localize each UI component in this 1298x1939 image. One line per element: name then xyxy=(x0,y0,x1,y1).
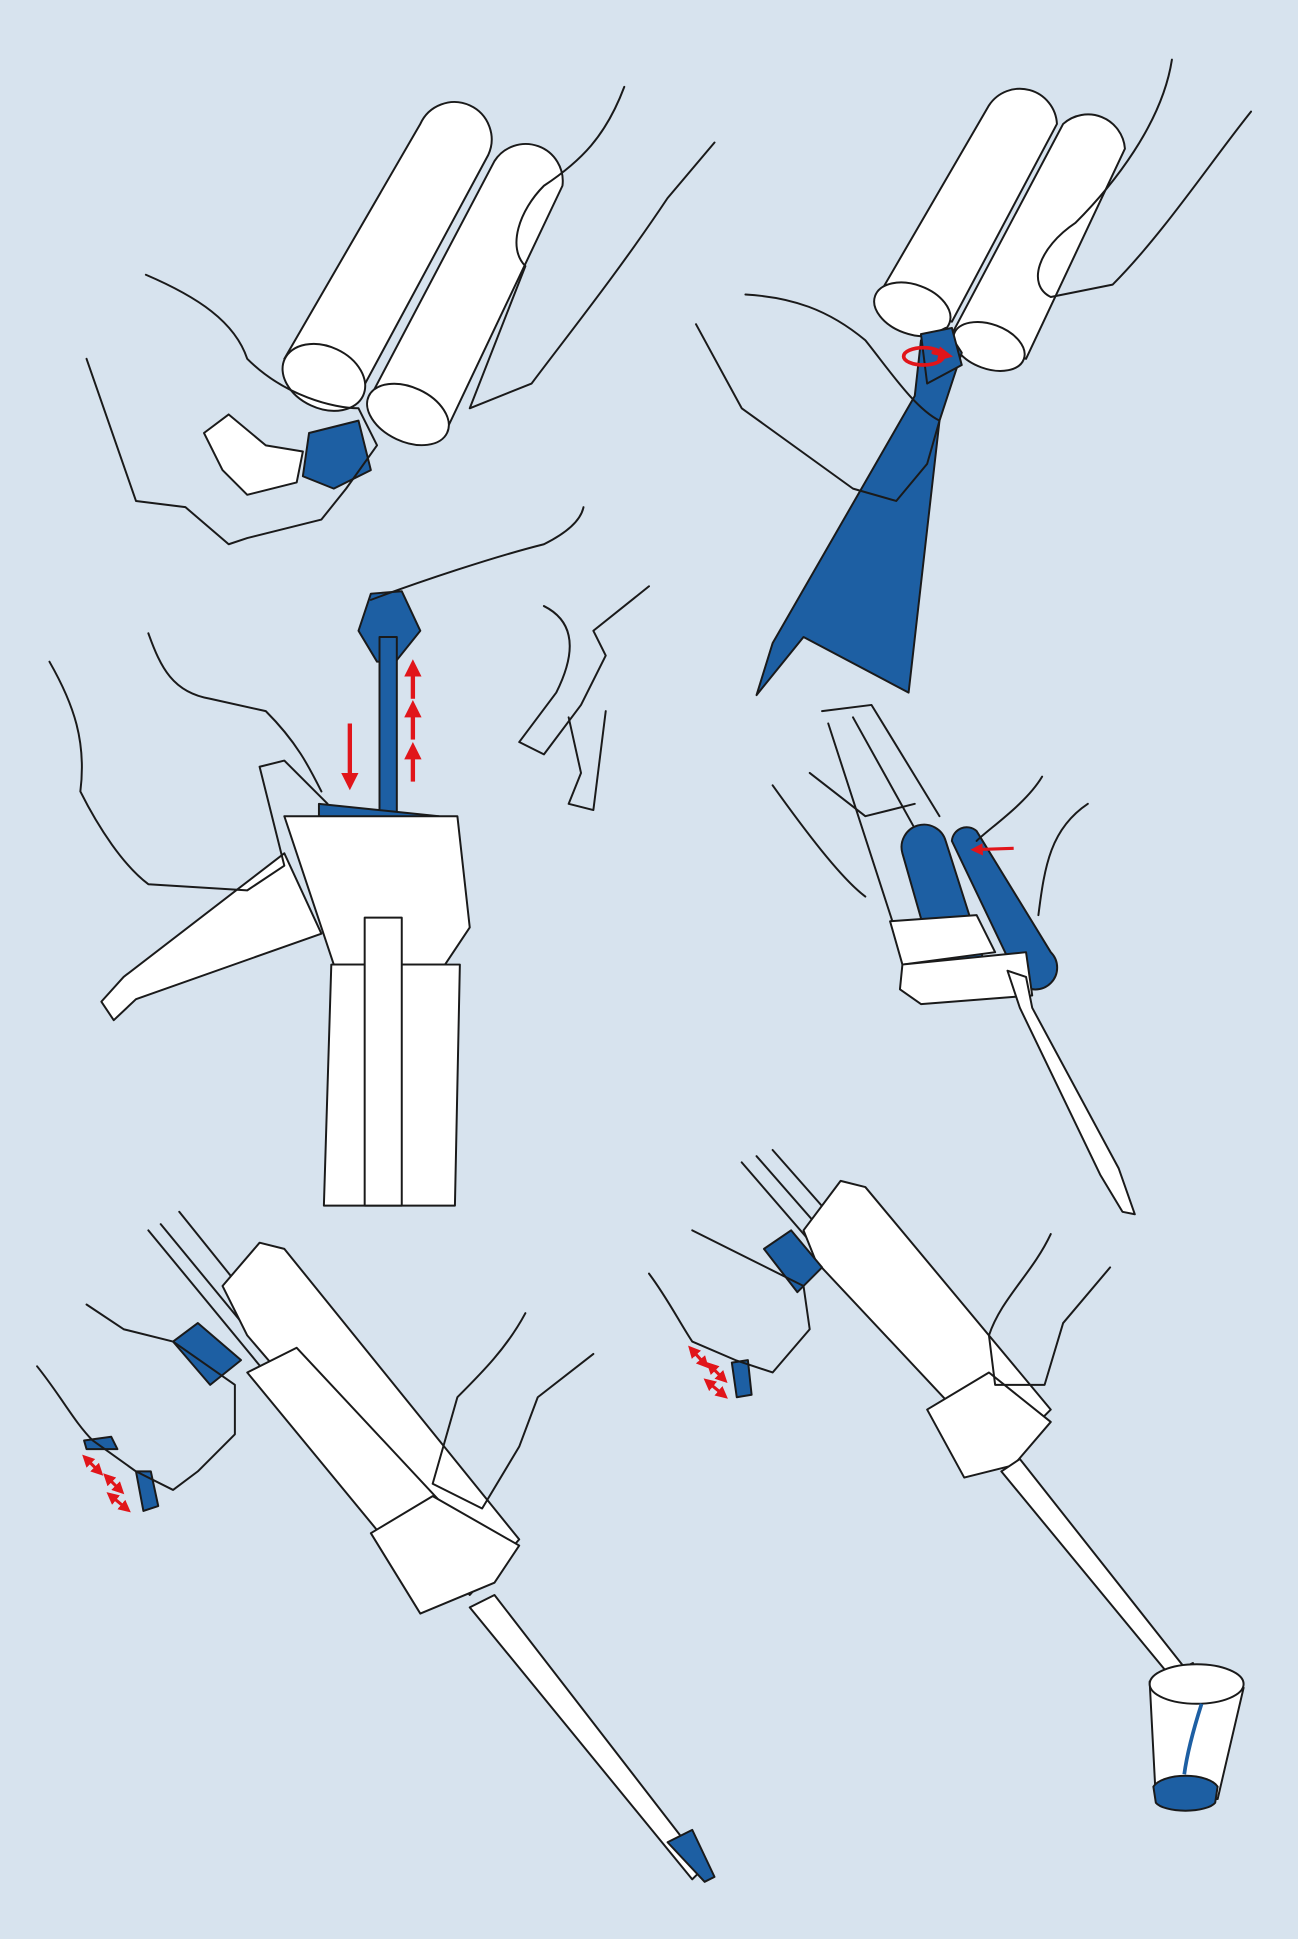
step-3-retract-plunger-icon xyxy=(48,506,650,1207)
step-2-attach-mixer-nozzle-icon xyxy=(694,58,1253,697)
step-5-dispense-icon xyxy=(36,1210,716,1883)
step-6-discard-initial-flow-icon xyxy=(648,1148,1245,1812)
step-4-insert-cartridge-icon xyxy=(771,703,1136,1216)
step-1-remove-cartridge-cap-icon xyxy=(85,85,716,546)
